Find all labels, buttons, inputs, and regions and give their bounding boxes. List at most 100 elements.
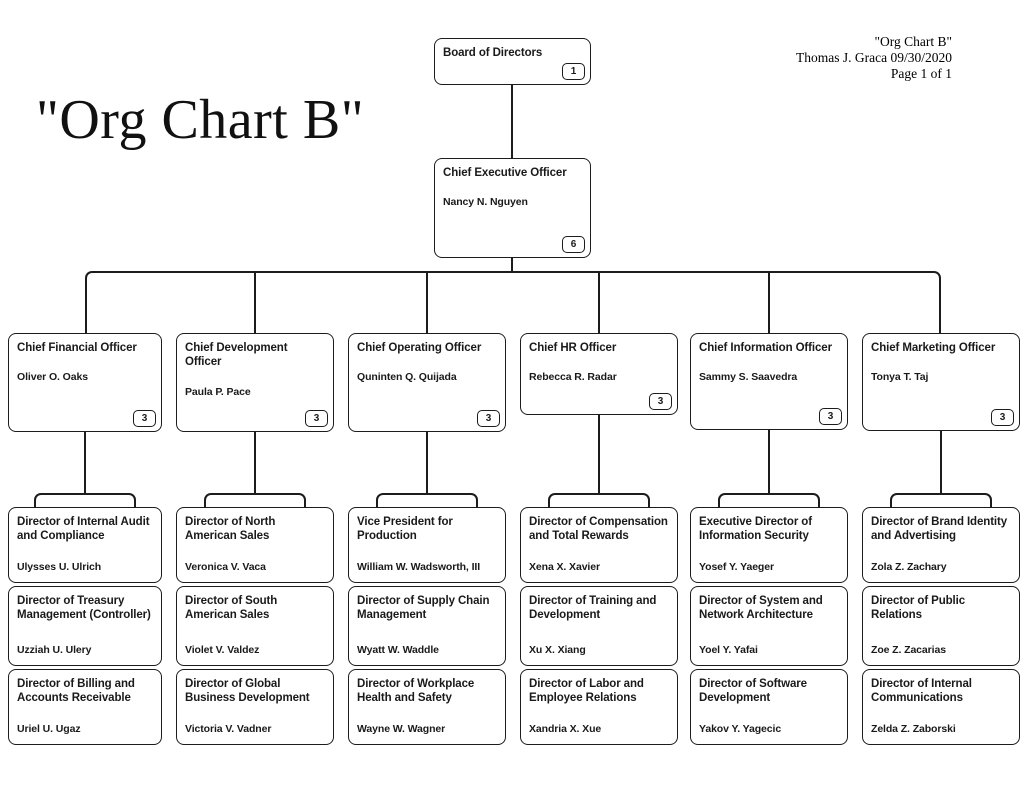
connector-report-bracket-col6 (890, 493, 992, 507)
person-name: Rebecca R. Radar (529, 371, 617, 384)
box-title: Director of Brand Identity and Advertisi… (871, 516, 1008, 543)
connector-report-bracket-col4 (548, 493, 650, 507)
box-title: Director of Compensation and Total Rewar… (529, 516, 668, 543)
box-title: Director of South American Sales (185, 595, 278, 622)
box-title: Director of Treasury Management (Control… (17, 595, 151, 622)
person-name: Wayne W. Wagner (357, 722, 446, 735)
person-name: William W. Wadsworth, III (357, 560, 481, 573)
box-title: Executive Director of Information Securi… (699, 516, 812, 543)
connector-chief-stem-col5 (768, 430, 770, 495)
connector-drop-col5 (768, 272, 770, 333)
box-title: Director of Internal Communications (871, 678, 972, 705)
connector-drop-col3 (426, 272, 428, 333)
person-name: Uzziah U. Ulery (17, 643, 92, 656)
person-name: Yoel Y. Yafai (699, 643, 758, 656)
org-box-report: Director of Treasury Management (Control… (8, 586, 162, 666)
person-name: Ulysses U. Ulrich (17, 560, 102, 573)
count-badge: 3 (133, 410, 156, 427)
box-title: Vice President for Production (357, 516, 453, 543)
person-name: Yakov Y. Yagecic (699, 722, 782, 735)
connector-report-bracket-col2 (204, 493, 306, 507)
box-title: Director of Billing and Accounts Receiva… (17, 678, 135, 705)
connector-chief-stem-col3 (426, 432, 428, 495)
org-box-report: Director of Brand Identity and Advertisi… (862, 507, 1020, 583)
org-box-report: Director of Compensation and Total Rewar… (520, 507, 678, 583)
box-title: Director of Global Business Development (185, 678, 310, 705)
connector-chief-stem-col2 (254, 432, 256, 495)
connector-drop-col2 (254, 272, 256, 333)
box-title: Board of Directors (443, 47, 543, 59)
page-title: "Org Chart B" (36, 89, 365, 151)
connector-report-bracket-col3 (376, 493, 478, 507)
count-badge: 6 (562, 236, 585, 253)
header-page-number: Page 1 of 1 (890, 66, 952, 82)
person-name: Veronica V. Vaca (185, 560, 266, 573)
connector-drop-col4 (598, 272, 600, 333)
connector-report-bracket-col1 (34, 493, 136, 507)
count-badge: 3 (477, 410, 500, 427)
connector-report-bracket-col5 (718, 493, 820, 507)
person-name: Oliver O. Oaks (17, 371, 88, 384)
connector-board-ceo (511, 85, 513, 158)
box-title: Director of System and Network Architect… (699, 595, 823, 622)
person-name: Zoe Z. Zacarias (871, 643, 946, 656)
person-name: Paula P. Pace (185, 385, 251, 398)
person-name: Wyatt W. Waddle (357, 643, 439, 656)
count-badge: 3 (819, 408, 842, 425)
box-title: Director of Labor and Employee Relations (529, 678, 644, 705)
person-name: Quninten Q. Quijada (357, 371, 457, 384)
box-title: Chief HR Officer (529, 342, 617, 354)
person-name: Xandria X. Xue (529, 722, 602, 735)
box-title: Chief Information Officer (699, 342, 832, 354)
org-box-report: Executive Director of Information Securi… (690, 507, 848, 583)
person-name: Zelda Z. Zaborski (871, 722, 956, 735)
person-name: Xena X. Xavier (529, 560, 600, 573)
person-name: Yosef Y. Yaeger (699, 560, 774, 573)
box-title: Chief Operating Officer (357, 342, 482, 354)
count-badge: 3 (649, 393, 672, 410)
box-title: Chief Development Officer (185, 342, 288, 369)
person-name: Violet V. Valdez (185, 643, 260, 656)
box-title: Director of Supply Chain Management (357, 595, 490, 622)
person-name: Uriel U. Ugaz (17, 722, 81, 735)
org-box-report: Director of Labor and Employee Relations… (520, 669, 678, 745)
org-box-ceo: Chief Executive Officer Nancy N. Nguyen … (434, 158, 591, 258)
org-box-report: Director of Internal Audit and Complianc… (8, 507, 162, 583)
box-title: Chief Financial Officer (17, 342, 137, 354)
connector-chief-stem-col4 (598, 415, 600, 495)
count-badge: 1 (562, 63, 585, 80)
box-title: Director of Public Relations (871, 595, 966, 622)
box-title: Chief Marketing Officer (871, 342, 996, 354)
person-name: Nancy N. Nguyen (443, 196, 528, 209)
count-badge: 3 (991, 409, 1014, 426)
count-badge: 3 (305, 410, 328, 427)
person-name: Tonya T. Taj (871, 371, 929, 384)
box-title: Director of Internal Audit and Complianc… (17, 516, 150, 543)
person-name: Zola Z. Zachary (871, 560, 947, 573)
box-title: Director of Software Development (699, 678, 807, 705)
connector-chief-stem-col1 (84, 432, 86, 495)
org-box-board-of-directors: Board of Directors 1 (434, 38, 591, 85)
document-header: "Org Chart B" Thomas J. Graca 09/30/2020… (796, 34, 952, 83)
connector-chief-stem-col6 (940, 431, 942, 495)
box-title: Director of North American Sales (185, 516, 276, 543)
org-box-report: Director of Billing and Accounts Receiva… (8, 669, 162, 745)
connector-ceo-stem (511, 258, 513, 272)
connector-distribution-bar (85, 271, 941, 333)
